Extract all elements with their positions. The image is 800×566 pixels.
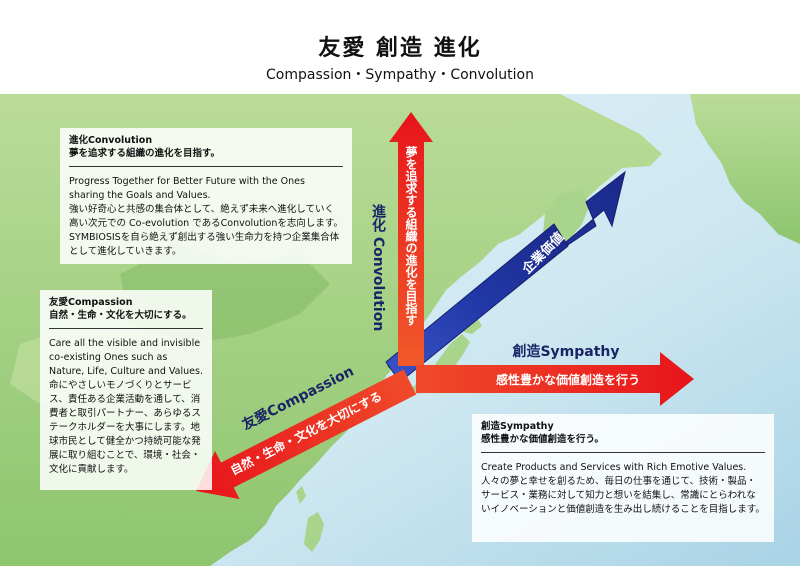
page-title: 友愛 創造 進化 [318,36,482,61]
arrow-convolution [389,112,433,366]
arrow-convolution-text: 夢を追求する組織の進化を目指す [404,145,418,326]
page-subtitle: Compassion・Sympathy・Convolution [266,67,534,83]
arrow-compassion [196,369,417,500]
panel-compassion-title: 友愛Compassion [49,297,133,308]
arrow-compassion-shape [196,369,417,500]
panel-sympathy-title: 創造Sympathy [481,421,554,432]
land-alaska [690,94,800,244]
panel-evolution-body-en: Progress Together for Better Future with… [69,176,305,201]
panel-sympathy-subtitle: 感性豊かな価値創造を行う。 [481,434,604,445]
panel-compassion-body-en: Care all the visible and invisible co-ex… [49,338,203,377]
panel-evolution-divider [69,166,343,167]
panel-sympathy-body-en: Create Products and Services with Rich E… [481,462,747,473]
land-taiwan [296,486,306,504]
panel-compassion-subtitle: 自然・生命・文化を大切にする。 [49,310,192,321]
land-philippines [304,512,324,552]
panel-compassion-divider [49,328,203,329]
panel-sympathy-body-ja: 人々の夢と幸せを創るため、毎日の仕事を通じて、技術・製品・サービス・業務に対して… [481,476,765,515]
arrow-sympathy [416,352,694,406]
panel-sympathy-divider [481,452,765,453]
panel-evolution-subtitle: 夢を追求する組織の進化を目指す。 [69,148,221,159]
label-convolution: 進化 Convolution [370,204,386,331]
label-sympathy: 創造Sympathy [511,343,619,360]
panel-compassion: 友愛Compassion 自然・生命・文化を大切にする。 Care all th… [40,290,212,490]
panel-evolution-body-ja: 強い好奇心と共感の集合体として、絶えず未来へ進化していく高い次元での Co-ev… [69,204,343,257]
panel-evolution: 進化Convolution 夢を追求する組織の進化を目指す。 Progress … [60,128,352,264]
panel-compassion-body-ja: 命にやさしいモノづくりとサービス、責任ある企業活動を通して、消費者と取引パートナ… [49,380,201,475]
panel-evolution-title: 進化Convolution [69,135,153,146]
panel-sympathy: 創造Sympathy 感性豊かな価値創造を行う。 Create Products… [472,414,774,542]
arrow-sympathy-text: 感性豊かな価値創造を行う [496,372,640,387]
